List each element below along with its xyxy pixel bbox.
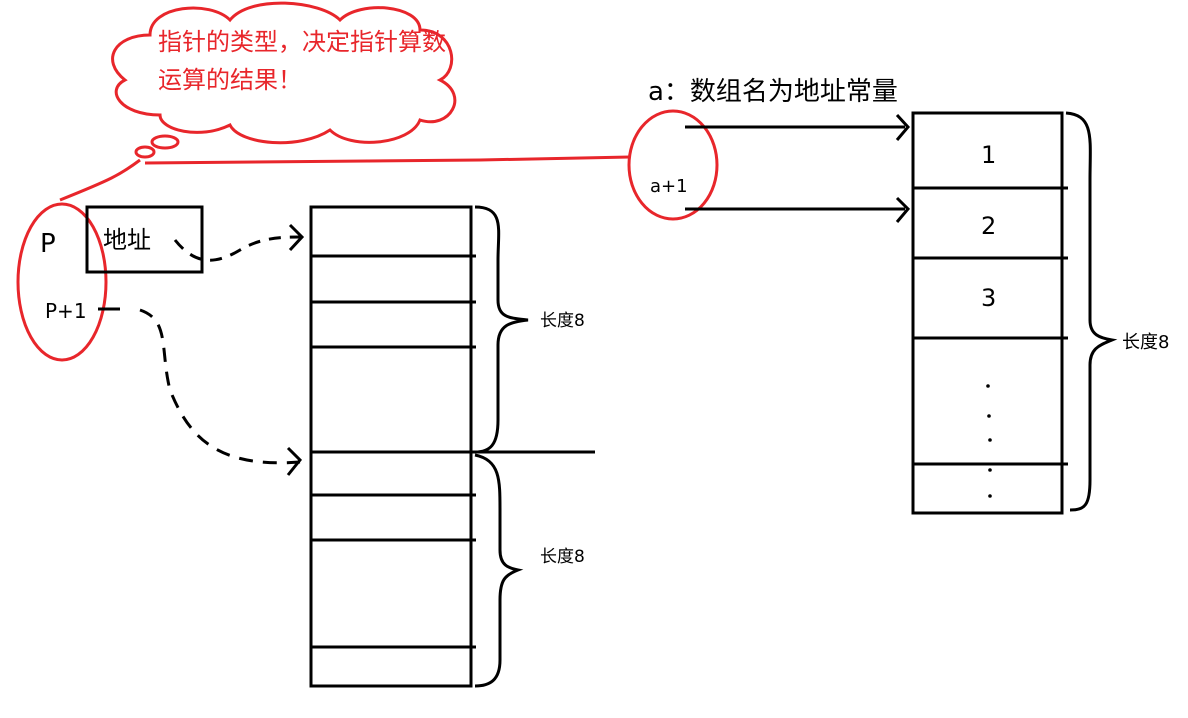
array-name-highlight-ellipse — [627, 109, 719, 221]
array-cell-2: 2 — [981, 212, 996, 240]
p-plus-one-dashed-arrow — [139, 308, 301, 465]
thought-trail — [59, 158, 141, 202]
left-length-label-1: 长度8 — [540, 311, 585, 331]
address-label: 地址 — [103, 226, 151, 254]
left-memory-block — [309, 205, 473, 688]
a-arrowhead — [895, 113, 910, 141]
a-plus-one-arrowhead — [895, 196, 911, 223]
note-line-1: 指针的类型，决定指针算数 — [158, 28, 446, 56]
thought-bubble-1 — [150, 134, 180, 150]
ellipsis-dots — [986, 384, 992, 498]
array-cell-1: 1 — [981, 141, 996, 169]
p-dashed-arrow — [173, 235, 301, 262]
left-brace-1 — [474, 205, 529, 454]
p-plus-one-arrowhead — [286, 446, 303, 476]
a-plus-one-label: a+1 — [650, 176, 688, 197]
left-memory-dividers — [311, 254, 595, 649]
right-brace — [1065, 111, 1118, 512]
p-arrowhead — [288, 223, 305, 252]
pointer-p-label: P — [40, 229, 56, 259]
left-length-label-2: 长度8 — [540, 547, 585, 567]
address-box — [85, 205, 204, 274]
right-array-dividers — [913, 186, 1068, 466]
thought-cloud — [111, 1, 457, 145]
note-line-2: 运算的结果！ — [158, 66, 302, 94]
array-cell-3: 3 — [981, 284, 996, 312]
thought-bubble-2 — [134, 145, 156, 159]
red-connector-line — [144, 155, 631, 165]
left-brace-2 — [474, 453, 524, 688]
pointer-highlight-ellipse — [16, 202, 108, 362]
right-length-label: 长度8 — [1122, 332, 1169, 353]
p-plus-one-label: P+1 — [45, 299, 87, 323]
array-title: a：数组名为地址常量 — [648, 77, 898, 107]
right-array-block — [911, 111, 1064, 515]
